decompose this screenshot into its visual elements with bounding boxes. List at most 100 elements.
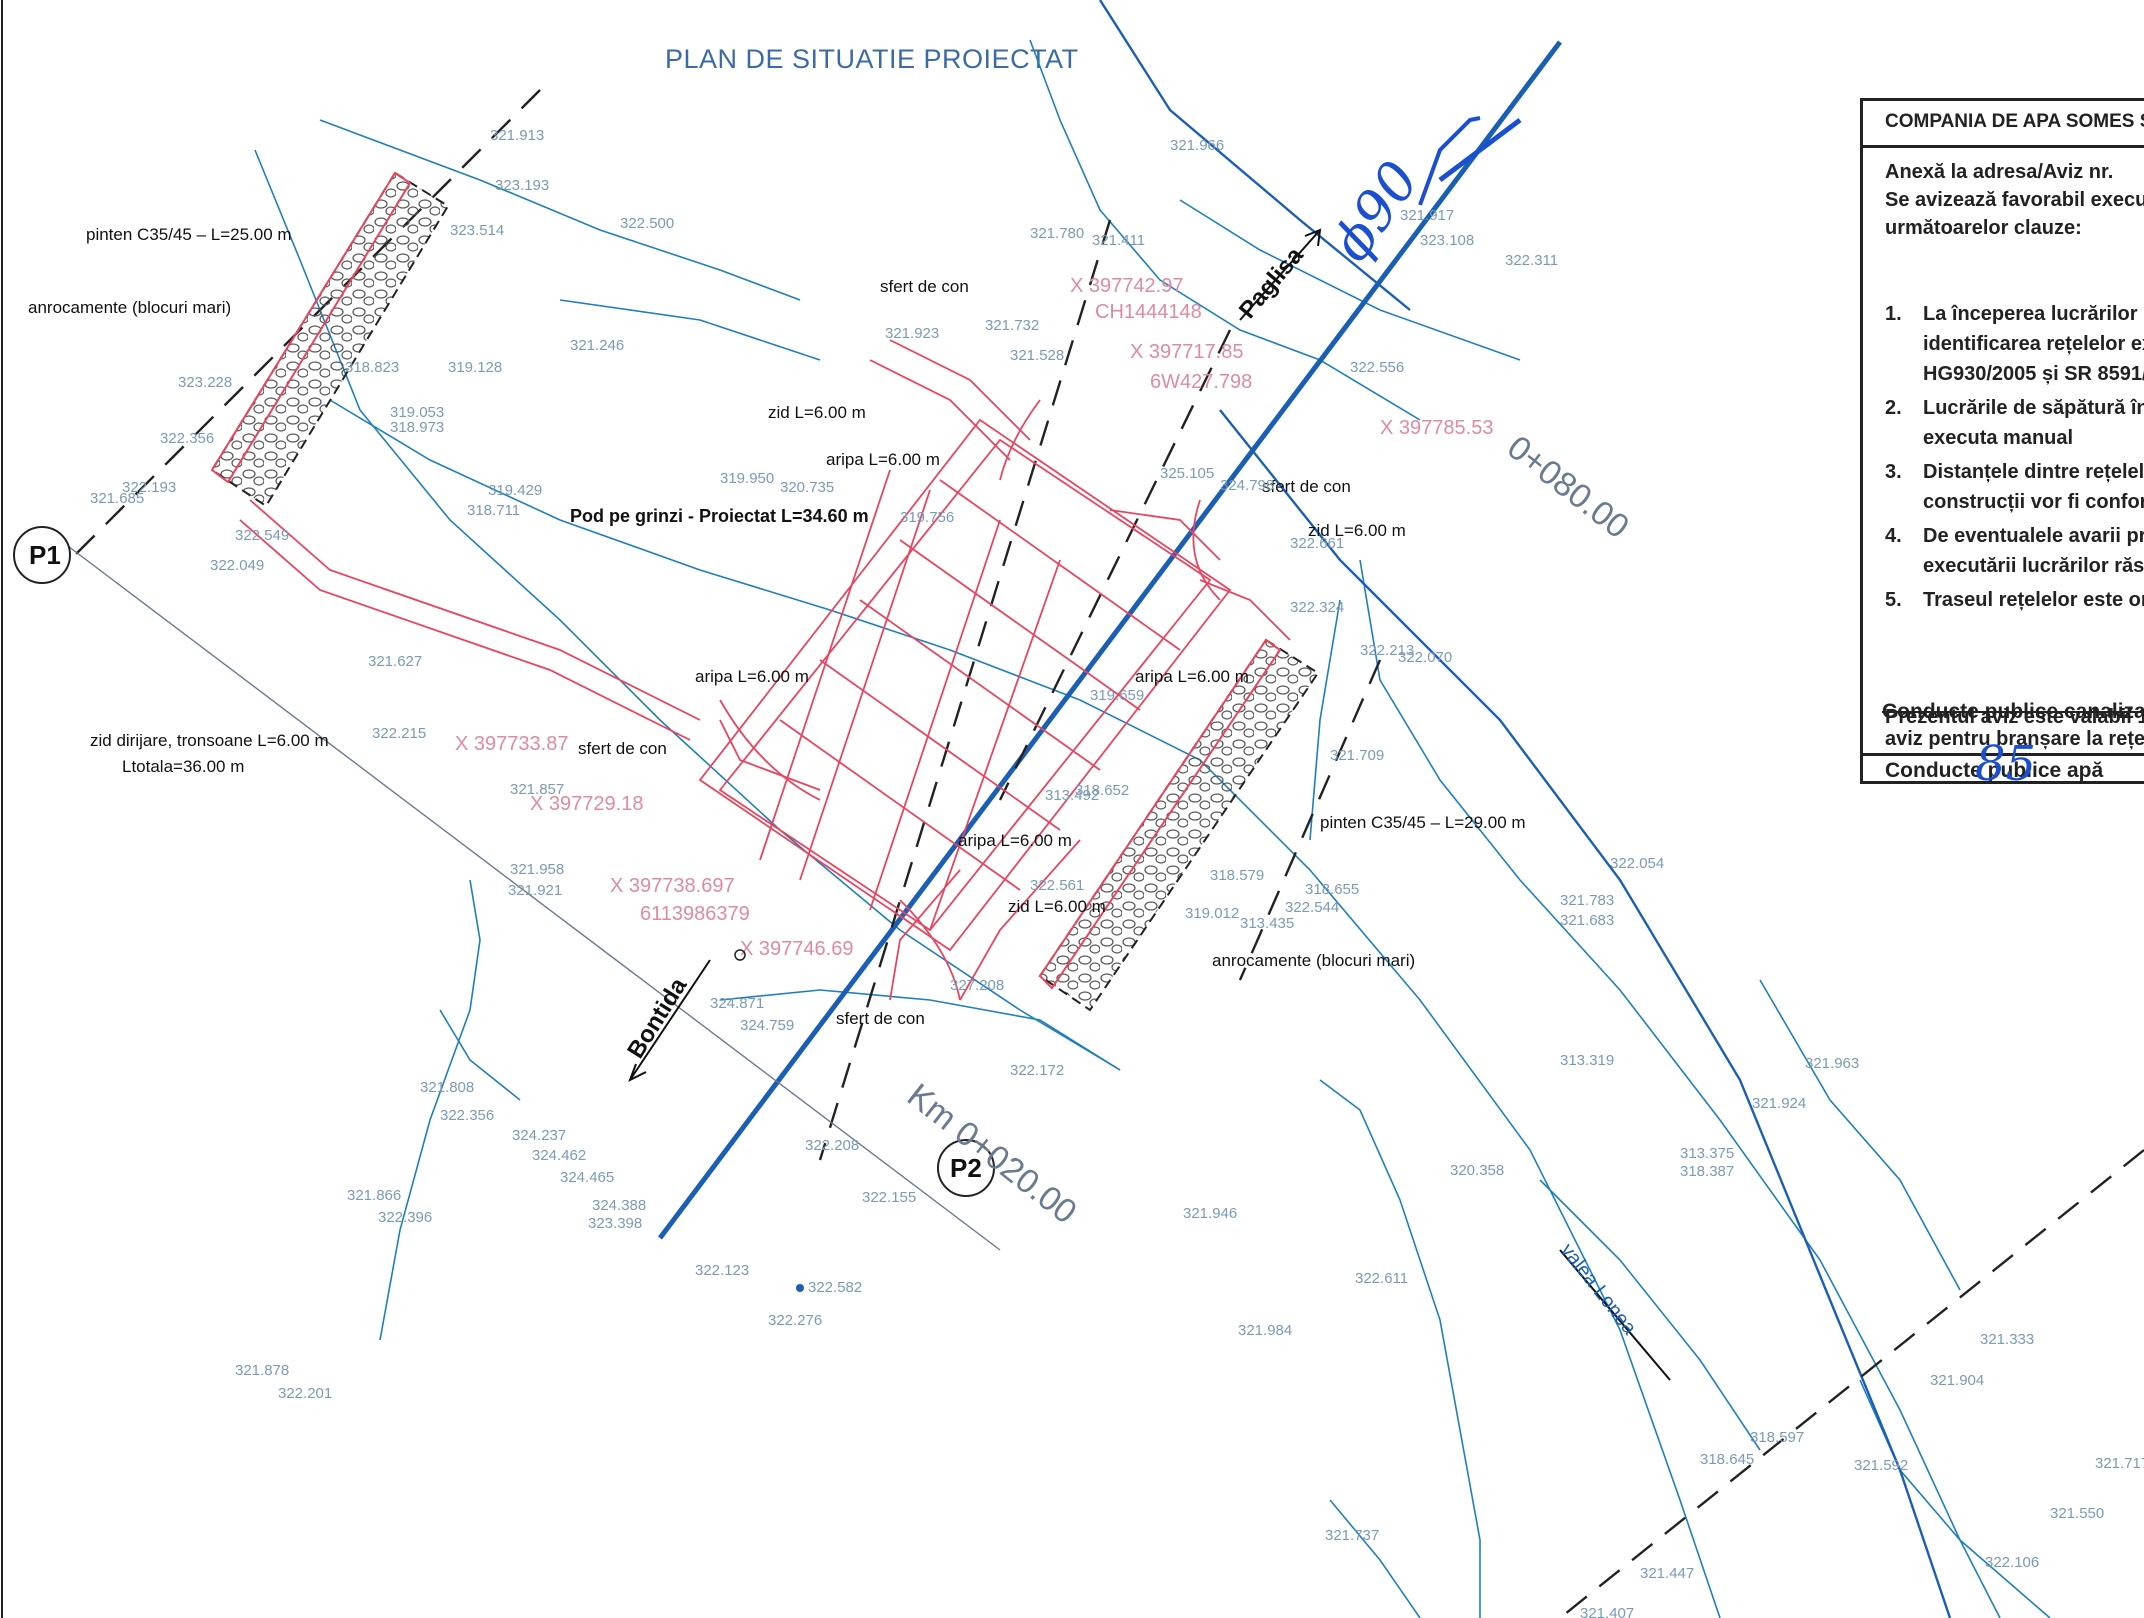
stamp-rule — [1863, 145, 2144, 148]
bridge-structure — [239, 339, 1291, 1001]
elevation-label: 321.923 — [885, 325, 939, 342]
elevation-label: 313.319 — [1560, 1052, 1614, 1069]
elevation-label: 322.106 — [1985, 1554, 2039, 1571]
elevation-label: 323.228 — [178, 374, 232, 391]
svg-text:X 397717.85: X 397717.85 — [1130, 341, 1243, 363]
clause-1: 1.La începerea lucrărilor se va solicita… — [1885, 303, 2144, 385]
chainage-top: 0+080.00 — [1500, 428, 1636, 546]
stamp-row-water: Conducte publice apă — [1885, 759, 2104, 782]
elevation-label: 325.105 — [1160, 465, 1214, 482]
elevation-label: 322.556 — [1350, 359, 1404, 376]
elevation-label: 322.324 — [1290, 599, 1344, 616]
elevation-label: 318.711 — [467, 502, 520, 519]
elevation-label: 322.123 — [695, 1262, 749, 1279]
label-aripa-right-mid: aripa L=6.00 m — [1135, 667, 1249, 686]
elevation-label: 318.645 — [1700, 1451, 1754, 1468]
elevation-label: 321.878 — [235, 1362, 289, 1379]
elevation-label: 321.783 — [1560, 892, 1614, 909]
elevation-label: 322.396 — [378, 1209, 432, 1226]
valea-lonea-stream — [1098, 0, 1952, 1618]
elevation-label: 319.659 — [1090, 687, 1144, 704]
elevation-label: 327.208 — [950, 977, 1004, 994]
elevation-label: 319.053 — [390, 404, 444, 421]
elevation-label: 319.128 — [448, 359, 502, 376]
elevation-label: 322.544 — [1285, 899, 1339, 916]
label-zid-dirijare-1: zid dirijare, tronsoane L=6.00 m — [90, 731, 329, 750]
elevation-label: 321.447 — [1640, 1565, 1694, 1582]
stamp-signature: 85 — [1975, 736, 2037, 792]
handwritten-stroke-2 — [1418, 116, 1481, 206]
stamp-line-2: Se avizează favorabil executarea lucrări… — [1885, 189, 2144, 211]
elevation-label: 319.429 — [488, 482, 542, 499]
label-sfert-right: sfert de con — [1262, 477, 1351, 496]
svg-text:6W427.798: 6W427.798 — [1150, 371, 1252, 393]
elevation-label: 322.049 — [210, 557, 264, 574]
elevation-label: 322.661 — [1290, 535, 1344, 552]
elevation-label: 323.193 — [495, 177, 549, 194]
approval-stamp: COMPANIA DE APA SOMES S.A. Anexă la adre… — [1860, 98, 2144, 784]
plan-title: PLAN DE SITUATIE PROIECTAT — [665, 44, 1079, 74]
road-bontida: Bontida — [622, 973, 693, 1064]
elevation-label: 313.435 — [1240, 915, 1294, 932]
elevation-label: 324.798 — [1220, 477, 1274, 494]
elevation-label: 318.823 — [345, 359, 399, 376]
elevation-label: 318.597 — [1750, 1429, 1804, 1446]
elevation-label: 322.311 — [1505, 252, 1558, 269]
elevation-label: 322.356 — [160, 430, 214, 447]
elevation-label: 322.356 — [440, 1107, 494, 1124]
elevation-label: 322.208 — [805, 1137, 859, 1154]
svg-text:X 397742.97: X 397742.97 — [1070, 275, 1183, 297]
handwritten-stroke — [1438, 118, 1522, 182]
elevation-label: 321.683 — [1560, 912, 1614, 929]
elevation-label: 324.871 — [710, 995, 764, 1012]
elevation-label: 321.592 — [1854, 1457, 1908, 1474]
road-paglisa: Paglisa — [1234, 242, 1309, 324]
elevation-label: 321.857 — [510, 781, 564, 798]
water-pipe-line — [658, 40, 1562, 1240]
elevation-label: 321.946 — [1183, 1205, 1237, 1222]
elevation-label: 321.737 — [1325, 1527, 1379, 1544]
label-aripa-top: aripa L=6.00 m — [826, 450, 940, 469]
chainage-bottom: Km 0+020.00 — [900, 1076, 1084, 1231]
elevation-label: 321.966 — [1170, 137, 1224, 154]
elevation-label: 321.411 — [1092, 232, 1145, 249]
elevation-label: 321.333 — [1980, 1331, 2034, 1348]
road-arrows — [628, 228, 1671, 1381]
elevation-label: 313.375 — [1680, 1145, 1734, 1162]
elevation-label: 322.213 — [1360, 642, 1414, 659]
svg-text:CH1444148: CH1444148 — [1095, 301, 1202, 323]
stamp-row-sewer: Conducte publice canalizare — [1882, 700, 2144, 723]
elevation-label: 324.462 — [532, 1147, 586, 1164]
elevation-label: 321.866 — [347, 1187, 401, 1204]
stamp-rule-2 — [1863, 753, 2144, 756]
stamp-footnote: Prezentul aviz este valabil 12 luni și n… — [1885, 706, 2144, 750]
label-zid-top: zid L=6.00 m — [768, 403, 866, 422]
elevation-label: 321.921 — [508, 882, 562, 899]
p1-marker — [13, 526, 71, 584]
elevation-label: 322.193 — [122, 479, 176, 496]
elevation-label: 321.958 — [510, 861, 564, 878]
label-zid-dirijare-2: Ltotala=36.00 m — [122, 757, 244, 776]
clause-3: 3.Distanțele dintre rețelele existente ș… — [1885, 461, 2144, 513]
p2-label: P2 — [950, 1153, 982, 1183]
elevation-label: 320.358 — [1450, 1162, 1504, 1179]
clause-2: 2.Lucrările de săpătură în zona rețelelo… — [1885, 397, 2144, 449]
label-pinten-left: pinten C35/45 – L=25.00 m — [86, 225, 292, 244]
elevation-label: 318.652 — [1075, 782, 1129, 799]
elevation-label: 321.407 — [1580, 1605, 1634, 1618]
label-aripa-bottom: aripa L=6.00 m — [958, 831, 1072, 850]
elevation-label: 320.735 — [780, 479, 834, 496]
elevation-label: 321.963 — [1805, 1055, 1859, 1072]
label-zid-bottom: zid L=6.00 m — [1008, 897, 1106, 916]
elevation-label: 321.528 — [1010, 347, 1064, 364]
elevation-label: 323.108 — [1420, 232, 1474, 249]
elevation-label: 323.514 — [450, 222, 504, 239]
svg-text:X 397733.87: X 397733.87 — [455, 733, 568, 755]
elevation-label: 324.237 — [512, 1127, 566, 1144]
elevation-label: 319.756 — [900, 509, 954, 526]
elevation-label: 318.973 — [390, 419, 444, 436]
elevation-label: 324.465 — [560, 1169, 614, 1186]
elevation-label: 322.155 — [862, 1189, 916, 1206]
stamp-line-1: Anexă la adresa/Aviz nr. — [1885, 161, 2114, 183]
